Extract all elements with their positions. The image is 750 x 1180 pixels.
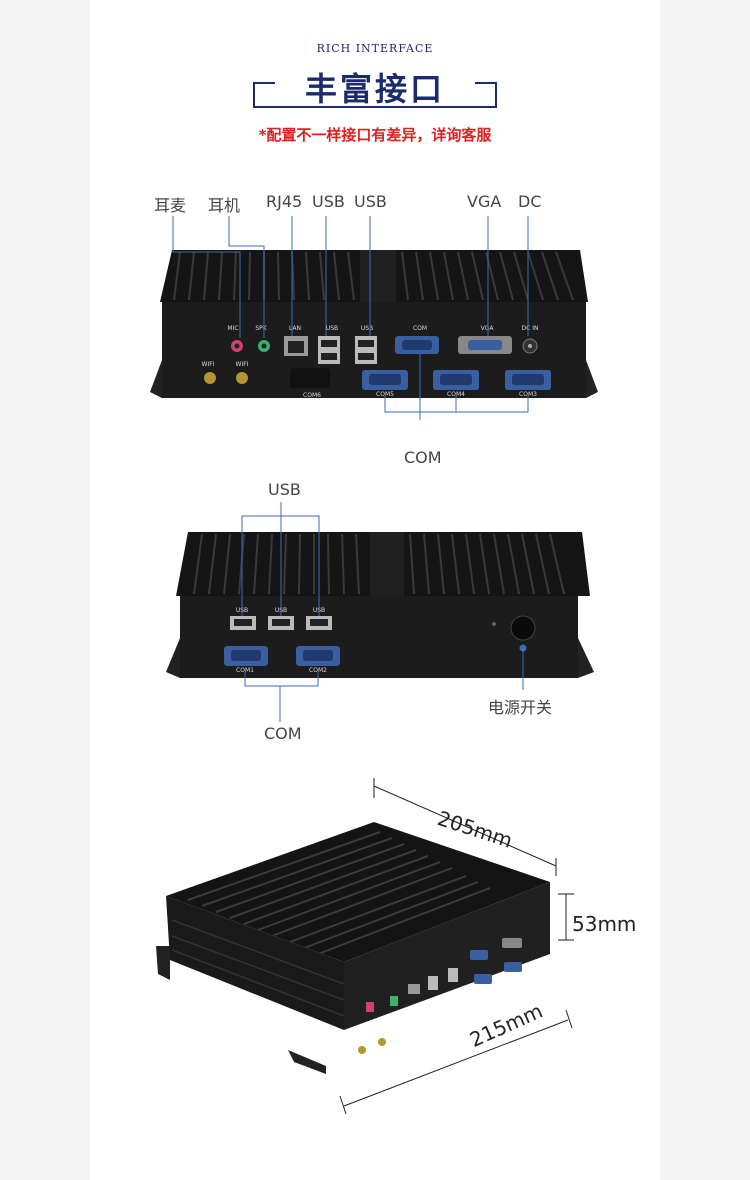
rear-foot-left — [166, 638, 180, 678]
title-tick-left — [253, 82, 255, 108]
front-panel-image: MIC SPK LAN USB USB COM VGA DC IN WIFI W… — [150, 216, 598, 420]
callout-usb-1: USB — [312, 192, 345, 211]
callout-mic: 耳麦 — [154, 196, 187, 215]
callout-dc: DC — [518, 192, 542, 211]
iso-left-face — [166, 896, 344, 1030]
iso-com-top-icon — [470, 950, 488, 960]
callout-rear-com: COM — [264, 724, 302, 743]
iso-com-bottom-a-icon — [474, 974, 492, 984]
rear-silk-com2: COM2 — [309, 667, 327, 674]
silk-com6: COM6 — [303, 392, 321, 399]
front-heatsink-gap — [360, 250, 396, 302]
silk-lan: LAN — [289, 325, 301, 332]
silk-wifi-b: WIFI — [236, 361, 249, 368]
title-rule-bottom — [255, 106, 497, 108]
isometric-image — [156, 778, 574, 1115]
iso-usb-b-icon — [448, 968, 458, 982]
iso-foot-front — [288, 1050, 326, 1074]
silk-usb-b: USB — [361, 325, 373, 332]
front-foot-right — [586, 360, 598, 398]
title-tick-right — [495, 82, 497, 108]
callout-rear-usb: USB — [268, 480, 301, 499]
iso-front-face — [344, 882, 550, 1030]
iso-mic-jack-icon — [366, 1002, 374, 1012]
wifi-antenna-b-icon — [236, 372, 248, 384]
iso-spk-jack-icon — [390, 996, 398, 1006]
title-rule-left — [255, 82, 275, 84]
callout-usb-2: USB — [354, 192, 387, 211]
silk-vga: VGA — [481, 325, 495, 332]
callout-power-switch: 电源开关 — [488, 698, 553, 717]
rear-silk-com1: COM1 — [236, 667, 254, 674]
callout-vga: VGA — [467, 192, 502, 211]
callout-rj45: RJ45 — [266, 192, 303, 211]
silk-com4: COM4 — [447, 391, 465, 398]
wifi-antenna-a-icon — [204, 372, 216, 384]
front-callout-lines — [172, 216, 529, 420]
iso-dimension-lines — [339, 778, 574, 1115]
rear-panel-image: USB USB USB COM1 COM2 — [166, 502, 594, 722]
config-notice: *配置不一样接口有差异，详询客服 — [258, 126, 492, 144]
dimension-height: 53mm — [572, 912, 637, 936]
title-rule-right — [475, 82, 497, 84]
silk-spk: SPK — [255, 325, 267, 332]
rear-foot-right — [578, 638, 594, 678]
front-heatsink-fins — [173, 251, 574, 301]
iso-foot-left — [156, 946, 170, 980]
silk-wifi-a: WIFI — [202, 361, 215, 368]
silk-usb-a: USB — [326, 325, 338, 332]
silk-com-top: COM — [413, 325, 427, 332]
rear-callout-lines — [241, 502, 527, 722]
silk-mic: MIC — [227, 325, 238, 332]
section-title: 丰富接口 — [304, 70, 445, 108]
front-foot-left — [150, 360, 162, 398]
power-button-icon — [510, 615, 536, 641]
silk-com5: COM5 — [376, 391, 394, 398]
iso-lan-icon — [408, 984, 420, 994]
iso-com-bottom-b-icon — [504, 962, 522, 972]
silk-com3: COM3 — [519, 391, 537, 398]
iso-top-fins — [187, 831, 491, 955]
iso-antenna-b-icon — [378, 1038, 386, 1046]
iso-usb-a-icon — [428, 976, 438, 990]
product-detail-page: RICH INTERFACE 丰富接口 *配置不一样接口有差异，详询客服 耳麦 … — [90, 0, 660, 1180]
com6-blank-icon — [290, 368, 330, 388]
callout-headphone: 耳机 — [208, 196, 241, 215]
rear-heatsink-fins — [193, 533, 565, 595]
iso-antenna-a-icon — [358, 1046, 366, 1054]
callout-com: COM — [404, 448, 442, 467]
iso-vga-icon — [502, 938, 522, 948]
silk-dcin: DC IN — [522, 325, 539, 332]
section-subtitle-en: RICH INTERFACE — [316, 42, 434, 55]
